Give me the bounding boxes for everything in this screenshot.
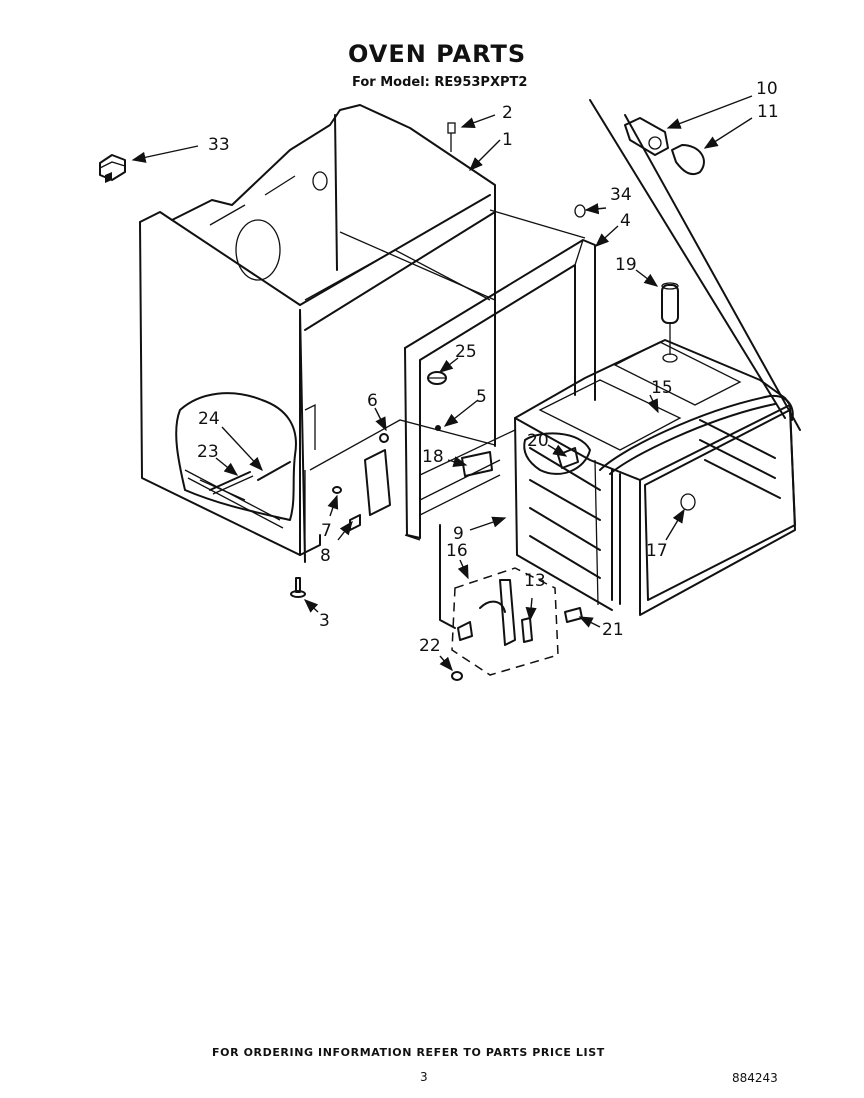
callout-16: 16 xyxy=(446,541,468,561)
callout-11: 11 xyxy=(757,102,779,122)
part-11-bulb xyxy=(589,99,801,431)
callout-20: 20 xyxy=(527,431,549,451)
callout-13: 13 xyxy=(524,571,546,591)
oven-cabinet xyxy=(139,104,496,563)
page-number: 3 xyxy=(420,1070,428,1084)
part-25-grommet xyxy=(427,371,447,385)
part-33-switch xyxy=(99,154,126,183)
document-number: 884243 xyxy=(732,1071,778,1085)
cutaway-insulation xyxy=(175,392,297,529)
oven-liner xyxy=(514,339,796,616)
callout-18: 18 xyxy=(422,447,444,467)
part-2-screw xyxy=(447,122,456,152)
part-3-leg xyxy=(290,577,306,598)
callout-24: 24 xyxy=(198,409,220,429)
callout-19: 19 xyxy=(615,255,637,275)
callout-25: 25 xyxy=(455,342,477,362)
callout-17: 17 xyxy=(646,541,668,561)
part-19-lens xyxy=(661,282,679,363)
callout-9: 9 xyxy=(453,524,464,544)
callout-33: 33 xyxy=(208,135,230,155)
part-16-igniter-group xyxy=(439,524,583,681)
callout-10: 10 xyxy=(756,79,778,99)
model-line: For Model: RE953PXPT2 xyxy=(352,75,528,90)
callout-21: 21 xyxy=(602,620,624,640)
part-10-lamp-socket xyxy=(624,117,669,156)
part-5-screw xyxy=(435,425,441,431)
callout-1: 1 xyxy=(502,130,513,150)
callout-34: 34 xyxy=(610,185,632,205)
part-34-plug xyxy=(574,204,586,218)
callout-6: 6 xyxy=(367,391,378,411)
leader-lines xyxy=(131,95,753,672)
callout-4: 4 xyxy=(620,211,631,231)
callout-2: 2 xyxy=(502,103,513,123)
callout-labels: 1 2 3 4 5 6 7 8 9 10 11 13 15 16 17 18 1… xyxy=(197,79,779,656)
part-6-7-8-brackets xyxy=(332,433,493,531)
ordering-note: FOR ORDERING INFORMATION REFER TO PARTS … xyxy=(212,1046,605,1059)
callout-22: 22 xyxy=(419,636,441,656)
callout-23: 23 xyxy=(197,442,219,462)
part-20-clip xyxy=(523,432,591,475)
callout-8: 8 xyxy=(320,546,331,566)
callout-7: 7 xyxy=(321,521,332,541)
callout-5: 5 xyxy=(476,387,487,407)
callout-3: 3 xyxy=(319,611,330,631)
page-title: OVEN PARTS xyxy=(348,40,527,68)
callout-15: 15 xyxy=(651,378,673,398)
front-frame xyxy=(404,209,596,541)
